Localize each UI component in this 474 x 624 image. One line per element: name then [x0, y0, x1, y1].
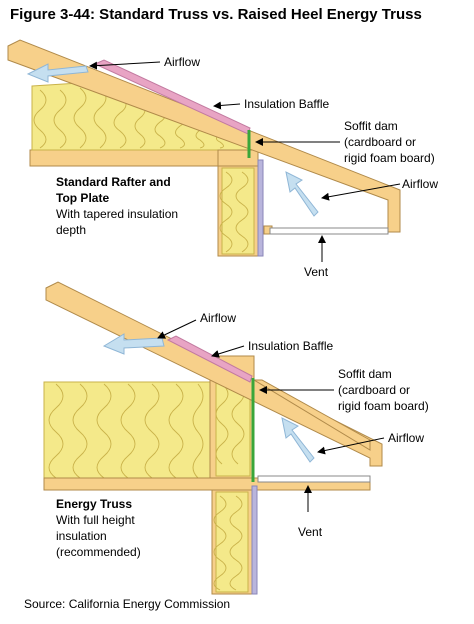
bottom-caption-2: insulation: [56, 529, 107, 543]
top-airflow-label: Airflow: [164, 55, 200, 69]
wall-insulation: [221, 167, 255, 255]
rafter: [7, 39, 401, 233]
top-vent-label: Vent: [304, 265, 329, 279]
top-baffle-label: Insulation Baffle: [244, 97, 329, 111]
airflow-arrow-side: [281, 417, 315, 463]
heel-insulation-texture: [215, 383, 245, 465]
airflow-arrow-side: [285, 171, 319, 217]
top-side-airflow-label: Airflow: [402, 177, 438, 191]
wall-insulation-texture: [213, 495, 243, 591]
figure-title: Figure 3-44: Standard Truss vs. Raised H…: [10, 6, 422, 23]
soffit: [269, 227, 389, 235]
full-height-insulation: [43, 381, 211, 479]
drywall: [251, 485, 258, 595]
soffit: [257, 475, 371, 483]
bottom-caption-1: With full height: [56, 513, 135, 527]
wall-insulation-texture: [219, 171, 249, 253]
bottom-side-airflow-label: Airflow: [388, 431, 424, 445]
top-caption-bold-1: Standard Rafter and: [56, 175, 171, 189]
top-soffit-dam-label-2: (cardboard or: [344, 135, 416, 149]
energy-truss-diagram: Airflow Insulation Baffle Soffit dam (ca…: [43, 281, 429, 595]
bottom-airflow-label: Airflow: [200, 311, 236, 325]
bottom-soffit-dam-label-2: (cardboard or: [338, 383, 410, 397]
bottom-vent-label: Vent: [298, 525, 323, 539]
bottom-caption-3: (recommended): [56, 545, 141, 559]
top-caption-bold-2: Top Plate: [56, 191, 109, 205]
drywall: [257, 159, 264, 257]
top-caption-2: depth: [56, 223, 86, 237]
airflow-arrow-top: [102, 333, 165, 355]
top-soffit-dam-label-1: Soffit dam: [344, 119, 398, 133]
top-caption-1: With tapered insulation: [56, 207, 178, 221]
top-chord: [45, 281, 383, 467]
top-soffit-dam-label-3: rigid foam board): [344, 151, 435, 165]
heel-brace: [252, 379, 371, 451]
wall-insulation: [215, 491, 249, 593]
top-plate: [217, 149, 259, 167]
bottom-soffit-dam-label-1: Soffit dam: [338, 367, 392, 381]
bottom-baffle-label: Insulation Baffle: [248, 339, 333, 353]
bottom-caption-bold: Energy Truss: [56, 497, 132, 511]
airflow-arrow-top: [26, 63, 89, 83]
insulation-baffle: [93, 59, 251, 135]
bottom-soffit-dam-label-3: rigid foam board): [338, 399, 429, 413]
standard-rafter-diagram: Airflow Insulation Baffle Soffit dam (ca…: [7, 39, 438, 279]
full-insulation-texture: [48, 383, 204, 479]
insulation-baffle: [166, 335, 253, 383]
insulation-texture: [33, 87, 224, 149]
source-note: Source: California Energy Commission: [24, 597, 231, 611]
